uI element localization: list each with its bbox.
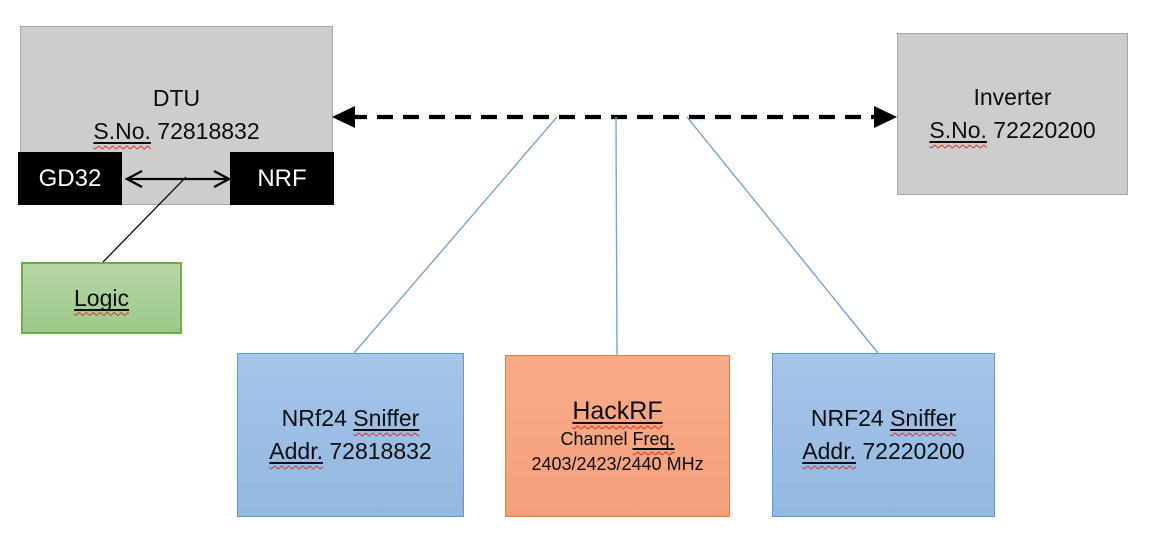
- hackrf-frequencies: 2403/2423/2440 MHz: [531, 452, 703, 477]
- text-segment: NRF24: [810, 405, 891, 431]
- misspelled-word: Addr.: [802, 438, 856, 464]
- nrf-label: NRF: [257, 165, 307, 192]
- text-segment: 72220200: [855, 438, 965, 464]
- misspelled-word: Freq.: [632, 429, 675, 449]
- hackrf-box: HackRF Channel Freq. 2403/2423/2440 MHz: [505, 355, 730, 517]
- nrf-chip-box: NRF: [230, 152, 334, 205]
- text-segment: Logic: [74, 285, 129, 311]
- text-segment: S.No.: [929, 117, 987, 143]
- sniffer-left-addr: Addr. 72818832: [269, 435, 431, 468]
- sniffer-right-title: NRF24 Sniffer: [811, 402, 956, 435]
- text-segment: Sniffer: [353, 405, 419, 431]
- sniffer-left-connector-line: [353, 116, 558, 354]
- misspelled-word: Logic: [74, 284, 129, 311]
- text-segment: Addr.: [802, 438, 856, 464]
- inverter-box: Inverter S.No. 72220200: [897, 33, 1128, 195]
- dtu-serial: S.No. 72818832: [93, 115, 259, 148]
- arrowhead-right-icon: [874, 106, 897, 128]
- inverter-title: Inverter: [973, 84, 1052, 110]
- hackrf-channel-label: Channel Freq.: [560, 427, 674, 452]
- hackrf-connector-line: [615, 116, 618, 357]
- misspelled-word: HackRF: [572, 397, 663, 425]
- misspelled-word: Sniffer: [890, 405, 957, 431]
- text-segment: 72818832: [322, 438, 432, 464]
- misspelled-word: Addr.: [269, 438, 323, 464]
- arrowhead-left-icon: [332, 106, 355, 128]
- text-segment: 72220200: [986, 117, 1096, 143]
- text-segment: Addr.: [269, 438, 323, 464]
- text-segment: 2403/2423/2440 MHz: [531, 454, 704, 474]
- misspelled-word: S.No.: [929, 117, 987, 143]
- text-segment: Freq.: [633, 429, 675, 449]
- text-segment: 72818832: [150, 118, 260, 144]
- dtu-title: DTU: [152, 85, 201, 111]
- text-segment: Sniffer: [890, 405, 956, 431]
- sniffer-left-title: NRf24 Sniffer: [282, 402, 420, 435]
- logic-label: Logic: [74, 282, 129, 315]
- text-segment: Channel: [560, 429, 633, 449]
- text-segment: S.No.: [93, 118, 151, 144]
- text-segment: HackRF: [572, 397, 662, 425]
- hackrf-title: HackRF: [572, 395, 662, 427]
- dtu-inverter-dashed-arrow: [332, 106, 897, 128]
- inverter-serial: S.No. 72220200: [929, 114, 1095, 147]
- gd32-chip-box: GD32: [18, 152, 122, 205]
- logic-analyzer-box: Logic: [21, 262, 182, 334]
- sniffer-right-addr: Addr. 72220200: [802, 435, 964, 468]
- gd32-label: GD32: [38, 165, 102, 192]
- misspelled-word: Sniffer: [353, 405, 420, 431]
- nrf24-sniffer-left-box: NRf24 Sniffer Addr. 72818832: [237, 353, 464, 517]
- nrf24-sniffer-right-box: NRF24 Sniffer Addr. 72220200: [772, 353, 995, 517]
- text-segment: NRf24: [281, 405, 354, 431]
- sniffer-right-connector-line: [686, 116, 879, 354]
- misspelled-word: S.No.: [93, 118, 151, 144]
